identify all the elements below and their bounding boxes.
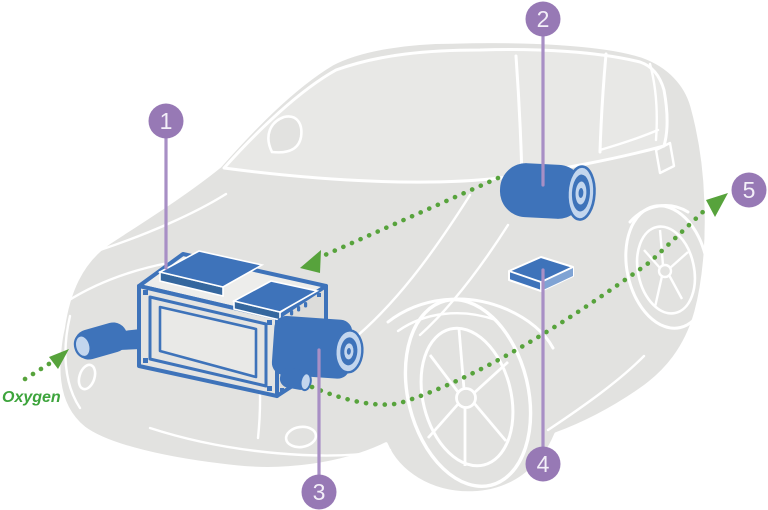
rear-spokes [643,229,689,308]
front-spokes [426,328,509,466]
front-wheel [386,297,555,489]
c-pillar-line [598,52,608,154]
power-control-unit [508,256,574,292]
motor-body [271,315,353,379]
oxygen-flow-arrow-icon [49,349,69,369]
rear-wheel [624,204,710,330]
callout-5-marker: 5 [731,172,767,208]
front-wheel-arch [386,297,555,350]
car-glass [222,48,669,184]
callout-5-number: 5 [743,177,756,203]
foglight [284,425,318,449]
hydrogen-flow-arrow-icon [300,250,321,273]
underbody-line [148,426,392,457]
front-housing-arc [64,314,82,410]
stack-front-panel [158,305,258,379]
rear-glass-bottom-line [598,128,660,152]
callout-2-number: 2 [537,6,550,32]
exhaust-flow-line [309,206,709,407]
door-crease-b [418,223,510,337]
motor-outlet-stub [279,367,312,392]
callout-1-number: 1 [160,108,173,134]
tank-cap-dot [578,188,584,199]
flow-lines [22,175,728,407]
callout-3-marker: 3 [301,474,337,510]
side-mirror [267,115,303,154]
fuel-door [654,141,676,175]
intake-cap [73,334,92,359]
rear-tire [624,204,710,330]
stack-front-frame [148,295,268,388]
oxygen-label: Oxygen [2,389,61,406]
pcu-edge [541,267,573,291]
air-intake-compressor [73,322,141,360]
callout-4-number: 4 [537,451,550,477]
rear-rim [635,225,697,315]
headlight [77,363,97,391]
oxygen-flow-line [22,359,55,382]
rear-hub [657,263,673,279]
callout-1-marker: 1 [148,103,184,139]
electric-motor [271,315,364,392]
callout-3-number: 3 [313,479,326,505]
door-crease-a [348,193,472,344]
rear-glass-line [648,62,658,142]
stack-top-modules [157,250,320,322]
callout-4-marker: 4 [525,446,561,482]
front-rim [419,326,515,468]
callout-2-marker: 2 [525,1,561,37]
callouts: 1 2 3 4 5 [148,1,767,510]
tank-body [499,163,585,219]
fender-line-a [64,261,170,304]
exhaust-flow-arrow-icon [706,193,728,217]
hydrogen-tank [499,163,596,221]
rocker-line [546,354,646,432]
front-wheel-arch-inner [396,312,498,333]
front-tire [403,297,533,489]
motor-cap-dot [346,347,351,355]
hood-crease-line [98,192,228,252]
